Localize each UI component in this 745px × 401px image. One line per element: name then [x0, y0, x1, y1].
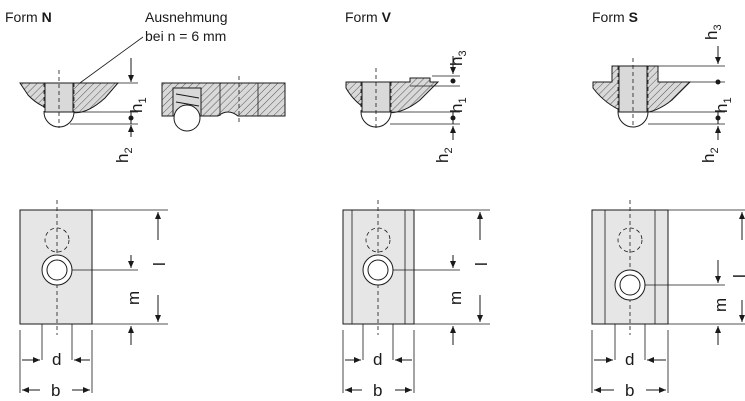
form-n-plan: l m d b: [19, 200, 169, 400]
dim-l: l: [150, 262, 169, 266]
form-s-plan: l m d b: [591, 200, 745, 400]
dim-h1: h1: [127, 97, 149, 113]
dim-m: m: [711, 298, 730, 312]
dim-b: b: [51, 381, 60, 400]
dim-d: d: [373, 350, 382, 369]
dim-d: d: [625, 350, 634, 369]
form-n-section-a: [19, 70, 120, 128]
dim-d: d: [52, 350, 61, 369]
form-n-section-b: [161, 76, 286, 132]
dim-m: m: [446, 291, 465, 305]
form-v-section: [345, 68, 440, 128]
form-v-title: Form V: [345, 9, 392, 25]
dim-h3: h3: [702, 24, 724, 40]
dim-l: l: [730, 274, 745, 278]
form-n-title: Form N: [5, 9, 52, 25]
svg-text:bei n = 6 mm: bei n = 6 mm: [145, 28, 226, 44]
dim-b: b: [373, 381, 382, 400]
dim-b: b: [625, 381, 634, 400]
svg-text:Form V: Form V: [345, 9, 392, 25]
form-s-title: Form S: [592, 9, 638, 25]
form-s-section: [592, 58, 692, 128]
dim-h2: h2: [699, 147, 721, 163]
note-ausnehmung: Ausnehmung bei n = 6 mm: [72, 9, 228, 89]
dim-h2: h2: [433, 147, 455, 163]
dim-h2: h2: [113, 147, 135, 163]
form-s-height-dims: h3 h1 h2: [648, 24, 734, 163]
dim-l: l: [472, 262, 491, 266]
form-n-height-dims: h1 h2: [70, 58, 149, 163]
svg-text:Ausnehmung: Ausnehmung: [145, 9, 228, 25]
dim-h1: h1: [447, 97, 469, 113]
svg-text:Form N: Form N: [5, 9, 52, 25]
form-v-plan: l m d b: [342, 200, 491, 400]
form-v-height-dims: h3 h1 h2: [390, 50, 469, 163]
svg-text:Form S: Form S: [592, 9, 638, 25]
dim-h3: h3: [447, 50, 469, 66]
dim-h1: h1: [712, 97, 734, 113]
dim-m: m: [124, 291, 143, 305]
